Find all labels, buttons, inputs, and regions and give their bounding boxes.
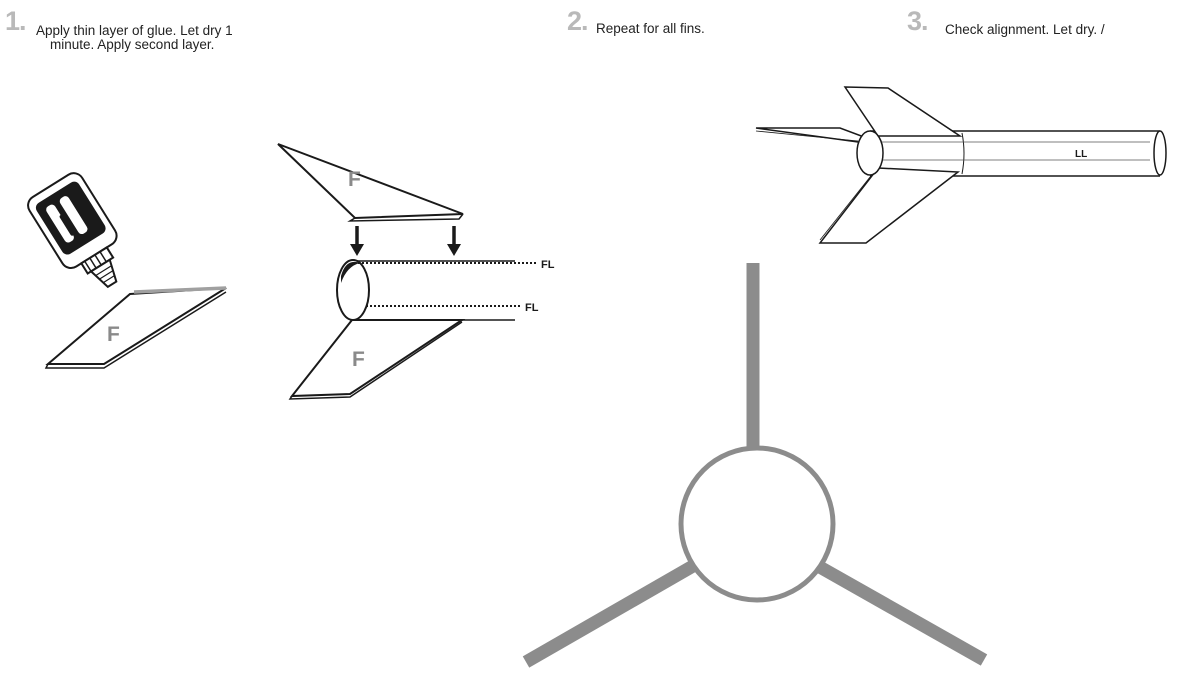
down-arrow-icon bbox=[350, 226, 364, 256]
fin-label-glue: F bbox=[107, 323, 120, 346]
step-1-number: 1. bbox=[5, 6, 27, 36]
step-2-number: 2. bbox=[567, 6, 589, 36]
body-tube: FL FL bbox=[336, 259, 555, 321]
launch-lug-label: LL bbox=[1075, 149, 1087, 160]
fin-bottom: F bbox=[288, 319, 466, 400]
fin-top: F bbox=[277, 143, 464, 222]
fin-label-top: F bbox=[348, 168, 361, 191]
fin-alignment-guide bbox=[522, 263, 988, 668]
fin-label-bottom: F bbox=[352, 348, 365, 371]
step-1-text-line1: Apply thin layer of glue. Let dry 1 bbox=[36, 23, 233, 38]
fin-line-label-top: FL bbox=[541, 259, 555, 271]
step-1-text-line2: minute. Apply second layer. bbox=[50, 37, 215, 52]
down-arrow-icon bbox=[447, 226, 461, 256]
glue-bottle-icon bbox=[27, 172, 118, 289]
step-3-text: Check alignment. Let dry. / bbox=[945, 22, 1105, 37]
step-3-number: 3. bbox=[907, 6, 929, 36]
fin-with-glue: F bbox=[44, 286, 227, 369]
fin-line-label-bottom: FL bbox=[525, 302, 539, 314]
rocket-assembly: LL bbox=[755, 86, 1167, 244]
step-2-text: Repeat for all fins. bbox=[596, 21, 705, 36]
